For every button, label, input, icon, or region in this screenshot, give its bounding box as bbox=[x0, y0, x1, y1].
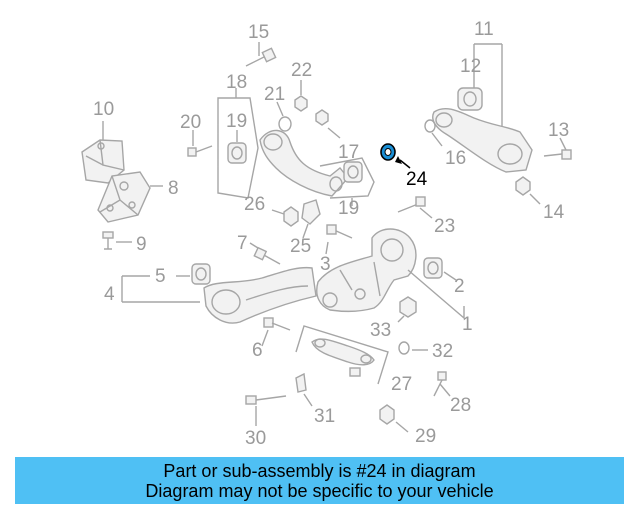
part-label-9: 9 bbox=[136, 234, 147, 255]
part-label-5: 5 bbox=[155, 266, 166, 287]
part-6-bolt bbox=[261, 317, 291, 347]
part-14-nut bbox=[515, 176, 541, 205]
part-25-clip bbox=[301, 199, 321, 239]
part-label-21: 21 bbox=[264, 84, 285, 105]
part-label-31: 31 bbox=[314, 406, 335, 427]
banner-line-1: Part or sub-assembly is #24 in diagram bbox=[163, 460, 476, 481]
part-22-nut bbox=[294, 80, 308, 112]
part-number-labels: 1234567891011121314151617181919202122232… bbox=[93, 19, 569, 449]
part-19-group-right bbox=[319, 157, 375, 206]
part-29-nut bbox=[379, 404, 409, 433]
part-label-24[interactable]: 24 bbox=[406, 169, 428, 190]
part-label-8: 8 bbox=[168, 178, 179, 199]
part-label-20: 20 bbox=[180, 112, 201, 133]
part-label-28: 28 bbox=[450, 395, 471, 416]
part-28-bolt bbox=[433, 371, 451, 397]
part-10-cover bbox=[81, 121, 125, 184]
part-30-bolt bbox=[245, 395, 287, 426]
part-label-29: 29 bbox=[415, 426, 436, 447]
part-19-bushing bbox=[227, 130, 247, 164]
part-1-knuckle bbox=[316, 228, 465, 320]
part-label-10: 10 bbox=[93, 99, 114, 120]
part-3-bolt bbox=[325, 224, 353, 255]
part-label-2: 2 bbox=[454, 276, 465, 297]
part-label-15: 15 bbox=[248, 22, 269, 43]
banner-line-2: Diagram may not be specific to your vehi… bbox=[145, 480, 494, 501]
part-label-13: 13 bbox=[548, 120, 569, 141]
part-label-22: 22 bbox=[291, 60, 312, 81]
part-7-bolt bbox=[249, 242, 281, 265]
part-26-nut bbox=[271, 206, 299, 227]
part-label-33: 33 bbox=[370, 320, 391, 341]
part-2-bushing bbox=[423, 257, 457, 281]
part-21-ring bbox=[276, 101, 292, 132]
part-label-11: 11 bbox=[474, 19, 494, 40]
part-24-washer-highlighted[interactable] bbox=[380, 143, 411, 169]
part-13-bolt bbox=[543, 137, 572, 160]
part-label-6: 6 bbox=[252, 340, 263, 361]
part-label-27: 27 bbox=[391, 374, 412, 395]
part-label-19: 19 bbox=[338, 198, 359, 219]
exploded-view-drawing: 1234567891011121314151617181919202122232… bbox=[81, 19, 572, 449]
part-33-nut bbox=[397, 296, 417, 323]
part-11-arm-group bbox=[432, 43, 533, 173]
part-15-bolt bbox=[245, 42, 277, 67]
part-16-washer bbox=[424, 119, 443, 147]
part-23-bolt bbox=[397, 196, 433, 219]
part-label-4: 4 bbox=[104, 284, 115, 305]
part-label-16: 16 bbox=[445, 148, 466, 169]
part-label-1: 1 bbox=[462, 314, 473, 335]
part-label-7: 7 bbox=[237, 233, 248, 254]
part-31-bracket bbox=[295, 372, 313, 407]
part-8-bracket bbox=[97, 171, 163, 223]
part-9-bolt bbox=[102, 231, 132, 250]
part-label-18: 18 bbox=[226, 72, 247, 93]
part-4-lower-arm bbox=[121, 266, 317, 324]
part-label-19: 19 bbox=[226, 111, 247, 132]
part-32-washer bbox=[398, 341, 428, 355]
part-label-3: 3 bbox=[320, 254, 331, 275]
part-label-32: 32 bbox=[432, 341, 453, 362]
part-label-12: 12 bbox=[460, 56, 481, 77]
part-label-23: 23 bbox=[434, 216, 455, 237]
part-label-17: 17 bbox=[338, 142, 359, 163]
part-5-bushing bbox=[191, 263, 211, 285]
part-18-group bbox=[217, 88, 259, 199]
part-17-nut bbox=[315, 109, 341, 139]
info-banner: Part or sub-assembly is #24 in diagram D… bbox=[15, 457, 624, 504]
part-label-25: 25 bbox=[290, 236, 311, 257]
part-label-26: 26 bbox=[244, 194, 265, 215]
part-20-bolt bbox=[187, 130, 213, 157]
part-label-30: 30 bbox=[245, 428, 266, 449]
part-27-link bbox=[295, 325, 389, 385]
part-label-14: 14 bbox=[543, 202, 565, 223]
